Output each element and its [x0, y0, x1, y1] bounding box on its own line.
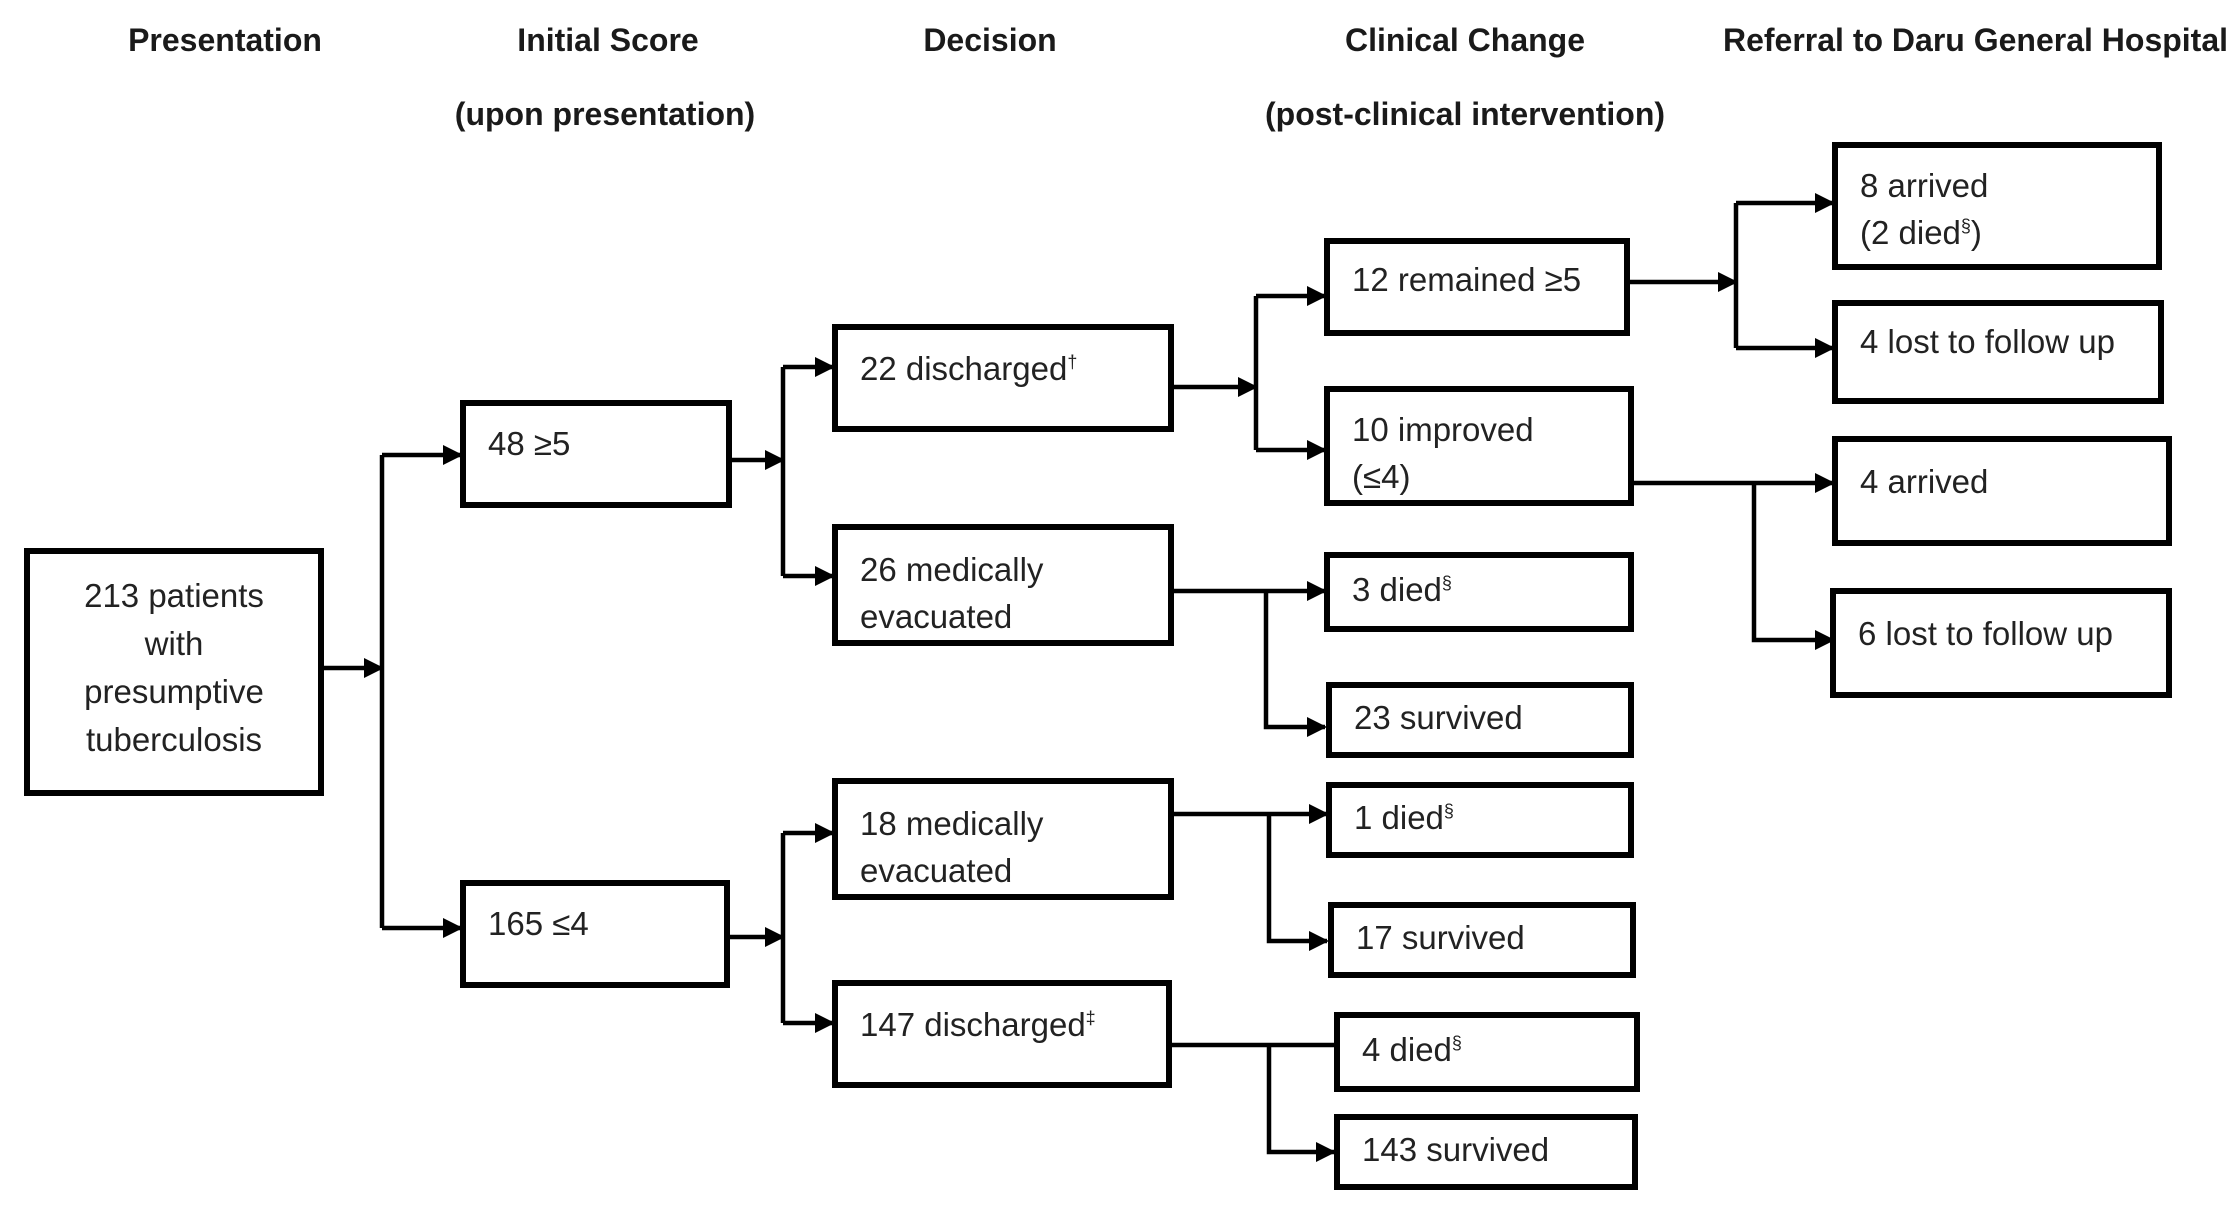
header-clinical-change-sub: (post-clinical intervention) — [1264, 96, 1666, 132]
presentation-line: 213 patients — [84, 577, 264, 614]
survived-23-label: 23 survived — [1354, 699, 1523, 736]
arrived-8-line1: 8 arrived — [1860, 167, 1989, 204]
score-low-label: 165 ≤4 — [488, 905, 589, 942]
dagger-mark: † — [1067, 352, 1078, 372]
remained-12-box: 12 remained ≥5 — [1324, 238, 1630, 336]
header-initial-score: Initial Score — [517, 22, 699, 58]
presentation-line: with — [144, 625, 204, 662]
discharged-147-label: 147 discharged — [860, 1006, 1086, 1043]
arrived-4-label: 4 arrived — [1860, 463, 1989, 500]
discharged-22-box: 22 discharged† — [832, 324, 1174, 432]
header-clinical-change: Clinical Change — [1344, 22, 1586, 58]
presentation-line: tuberculosis — [85, 721, 263, 758]
lost-4-box: 4 lost to follow up — [1832, 300, 2164, 404]
lost-4-label: 4 lost to follow up — [1860, 323, 2115, 360]
section-mark: § — [1451, 1033, 1462, 1053]
arrived-4-box: 4 arrived — [1832, 436, 2172, 546]
evacuated-26-line2: evacuated — [860, 598, 1013, 635]
lost-6-label: 6 lost to follow up — [1858, 615, 2113, 652]
header-presentation: Presentation — [128, 22, 322, 58]
evacuated-26-line1: 26 medically — [860, 551, 1044, 588]
score-low-box: 165 ≤4 — [460, 880, 730, 988]
survived-143-label: 143 survived — [1362, 1131, 1550, 1168]
survived-143-box: 143 survived — [1334, 1114, 1638, 1190]
remained-12-label: 12 remained ≥5 — [1352, 261, 1582, 298]
discharged-147-box: 147 discharged‡ — [832, 980, 1172, 1088]
discharged-22-label: 22 discharged — [860, 350, 1068, 387]
header-referral: Referral to Daru General Hospital — [1722, 22, 2229, 58]
section-mark: § — [1443, 801, 1454, 821]
arrived-8-box: 8 arrived (2 died§) — [1832, 142, 2162, 270]
died-4-label: 4 died — [1362, 1031, 1452, 1068]
header-initial-score-sub: (upon presentation) — [454, 96, 756, 132]
survived-17-box: 17 survived — [1328, 902, 1636, 978]
died-1-box: 1 died§ — [1326, 782, 1634, 858]
section-mark: § — [1960, 216, 1971, 236]
evacuated-18-line1: 18 medically — [860, 805, 1044, 842]
died-1-label: 1 died — [1354, 799, 1444, 836]
improved-10-line1: 10 improved — [1352, 411, 1534, 448]
evacuated-18-line2: evacuated — [860, 852, 1013, 889]
survived-17-label: 17 survived — [1356, 919, 1525, 956]
evacuated-26-box: 26 medically evacuated — [832, 524, 1174, 646]
lost-6-box: 6 lost to follow up — [1830, 588, 2172, 698]
score-high-label: 48 ≥5 — [488, 425, 571, 462]
survived-23-box: 23 survived — [1326, 682, 1634, 758]
arrived-8-line2: (2 died§) — [1860, 214, 1982, 251]
presentation-line: presumptive — [84, 673, 264, 710]
improved-10-box: 10 improved (≤4) — [1324, 386, 1634, 506]
score-high-box: 48 ≥5 — [460, 400, 732, 508]
died-3-label: 3 died — [1352, 571, 1442, 608]
double-dagger-mark: ‡ — [1085, 1008, 1096, 1028]
improved-10-line2: (≤4) — [1352, 458, 1411, 495]
header-decision: Decision — [923, 22, 1057, 58]
died-3-box: 3 died§ — [1324, 552, 1634, 632]
presentation-box: 213 patients with presumptive tuberculos… — [24, 548, 324, 796]
section-mark: § — [1441, 573, 1452, 593]
died-4-box: 4 died§ — [1334, 1012, 1640, 1092]
evacuated-18-box: 18 medically evacuated — [832, 778, 1174, 900]
